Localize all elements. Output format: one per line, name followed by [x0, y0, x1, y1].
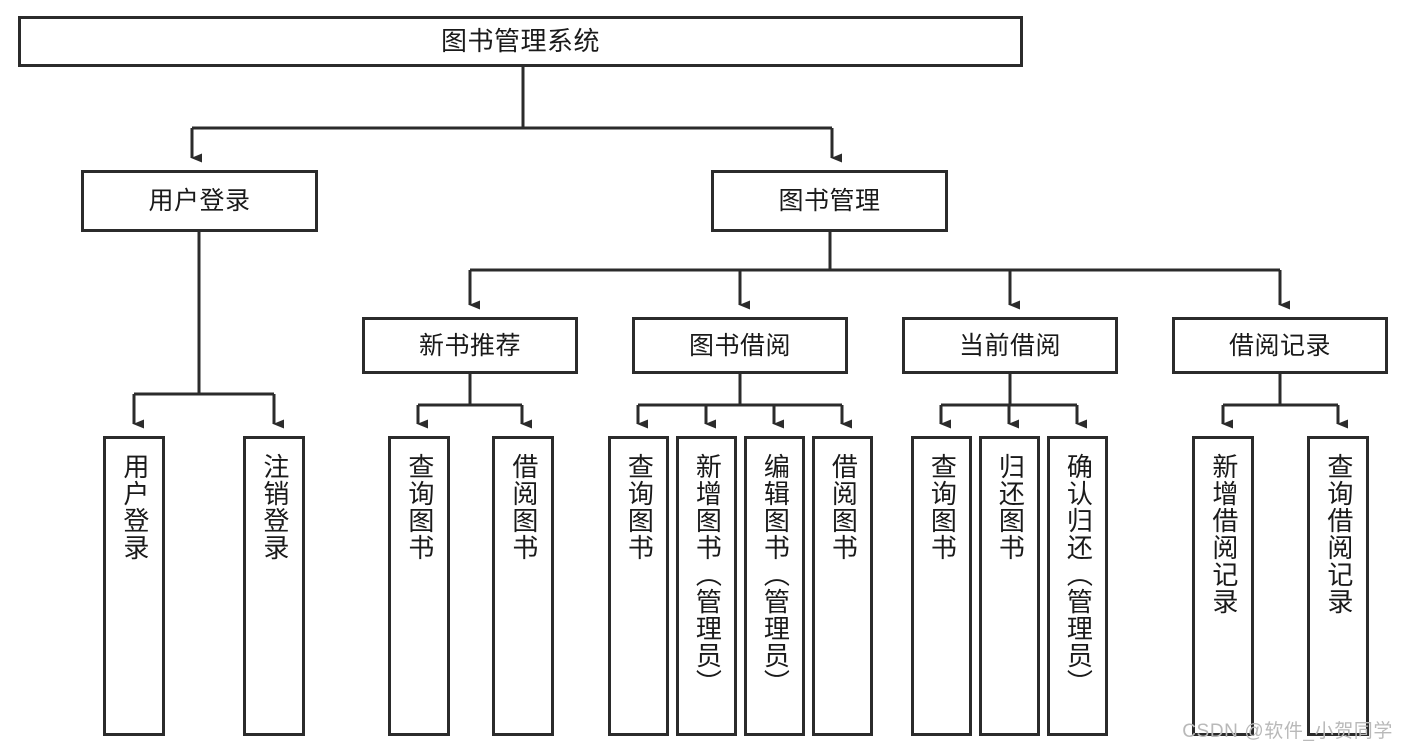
node-borrow-record[interactable]: 借阅记录 — [1172, 317, 1388, 374]
node-leaf-query-book-3[interactable]: 查询图书 — [911, 436, 972, 736]
node-leaf-add-borrow-record[interactable]: 新增借阅记录 — [1192, 436, 1254, 736]
node-leaf-user-login-label: 用户登录 — [119, 453, 150, 561]
node-leaf-add-book-admin[interactable]: 新增图书（管理员） — [676, 436, 737, 736]
node-new-book-recommend-label: 新书推荐 — [418, 331, 521, 360]
node-book-manage-label: 图书管理 — [778, 187, 881, 215]
node-leaf-return-book-label: 归还图书 — [995, 453, 1026, 561]
node-leaf-query-book-2-label: 查询图书 — [624, 453, 655, 561]
node-leaf-borrow-book-2-label: 借阅图书 — [828, 453, 859, 561]
node-leaf-query-borrow-record-label: 查询借阅记录 — [1323, 453, 1354, 615]
node-book-manage[interactable]: 图书管理 — [711, 170, 948, 232]
node-leaf-query-book-1-label: 查询图书 — [404, 453, 435, 561]
node-leaf-query-book-1[interactable]: 查询图书 — [388, 436, 450, 736]
node-leaf-confirm-return-admin-label: 确认归还（管理员） — [1063, 453, 1094, 696]
node-leaf-logout-login[interactable]: 注销登录 — [243, 436, 305, 736]
node-leaf-borrow-book-1[interactable]: 借阅图书 — [492, 436, 554, 736]
node-leaf-borrow-book-2[interactable]: 借阅图书 — [812, 436, 873, 736]
node-borrow-record-label: 借阅记录 — [1228, 331, 1331, 360]
node-leaf-user-login[interactable]: 用户登录 — [103, 436, 165, 736]
node-leaf-borrow-book-1-label: 借阅图书 — [508, 453, 539, 561]
node-book-borrow[interactable]: 图书借阅 — [632, 317, 848, 374]
node-leaf-return-book[interactable]: 归还图书 — [979, 436, 1040, 736]
node-root-label: 图书管理系统 — [440, 25, 600, 56]
node-leaf-add-book-admin-label: 新增图书（管理员） — [692, 453, 723, 696]
node-new-book-recommend[interactable]: 新书推荐 — [362, 317, 578, 374]
node-leaf-edit-book-admin-label: 编辑图书（管理员） — [760, 453, 791, 696]
node-user-login-label: 用户登录 — [148, 187, 251, 215]
node-leaf-query-borrow-record[interactable]: 查询借阅记录 — [1307, 436, 1369, 736]
node-book-borrow-label: 图书借阅 — [688, 331, 791, 360]
node-current-borrow[interactable]: 当前借阅 — [902, 317, 1118, 374]
node-leaf-query-book-3-label: 查询图书 — [927, 453, 958, 561]
node-user-login[interactable]: 用户登录 — [81, 170, 318, 232]
node-leaf-logout-login-label: 注销登录 — [259, 453, 290, 561]
node-root[interactable]: 图书管理系统 — [18, 16, 1023, 67]
node-leaf-query-book-2[interactable]: 查询图书 — [608, 436, 669, 736]
node-leaf-confirm-return-admin[interactable]: 确认归还（管理员） — [1047, 436, 1108, 736]
node-leaf-add-borrow-record-label: 新增借阅记录 — [1208, 453, 1239, 615]
node-leaf-edit-book-admin[interactable]: 编辑图书（管理员） — [744, 436, 805, 736]
node-current-borrow-label: 当前借阅 — [958, 331, 1061, 360]
